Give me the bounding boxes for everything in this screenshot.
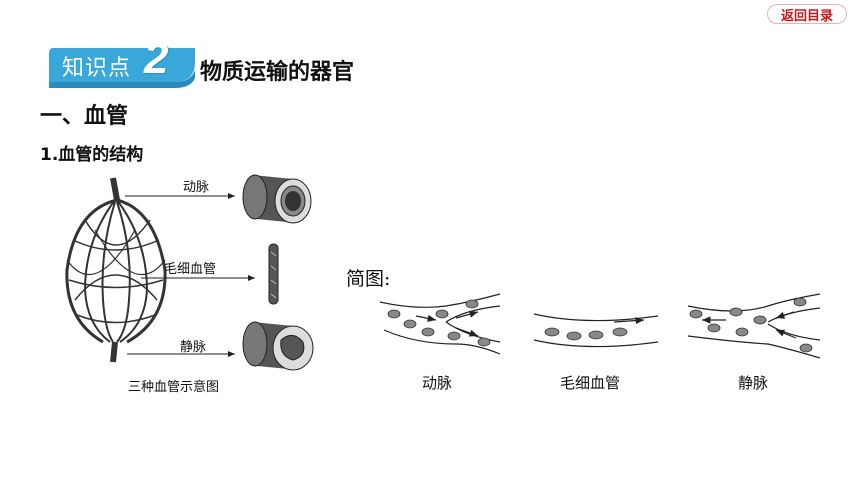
figure1-artery-label: 动脉 — [183, 180, 210, 195]
subsection-heading: 1.血管的结构 — [40, 145, 144, 165]
figure2-title: 简图: — [346, 268, 391, 290]
capillary-segment — [268, 243, 279, 305]
back-to-contents-button[interactable]: 返回目录 — [767, 4, 847, 24]
figure1-capillary-label: 毛细血管 — [164, 262, 217, 277]
vessel-network-illustration — [65, 177, 167, 363]
artery-diagram — [379, 293, 501, 355]
vein-cross-section — [242, 321, 314, 371]
figure2-artery-label: 动脉 — [422, 374, 453, 392]
figure2-capillary-label: 毛细血管 — [560, 374, 621, 392]
simplified-vessel-diagrams — [379, 293, 821, 359]
back-to-contents-label: 返回目录 — [780, 8, 833, 24]
knowledge-point-number: 2 — [144, 34, 169, 83]
knowledge-point-label: 知识点 — [62, 56, 132, 81]
vein-diagram — [687, 293, 821, 359]
figure2-vein-label: 静脉 — [738, 374, 769, 392]
figure1-caption: 三种血管示意图 — [128, 380, 220, 395]
knowledge-point-title: 物质运输的器官 — [200, 60, 355, 85]
section-heading: 一、血管 — [40, 104, 129, 129]
figure1-vein-label: 静脉 — [180, 340, 207, 355]
knowledge-point-badge — [49, 48, 195, 88]
vessel-structure-figure — [65, 174, 314, 371]
capillary-diagram — [533, 313, 659, 348]
artery-cross-section — [242, 174, 312, 224]
